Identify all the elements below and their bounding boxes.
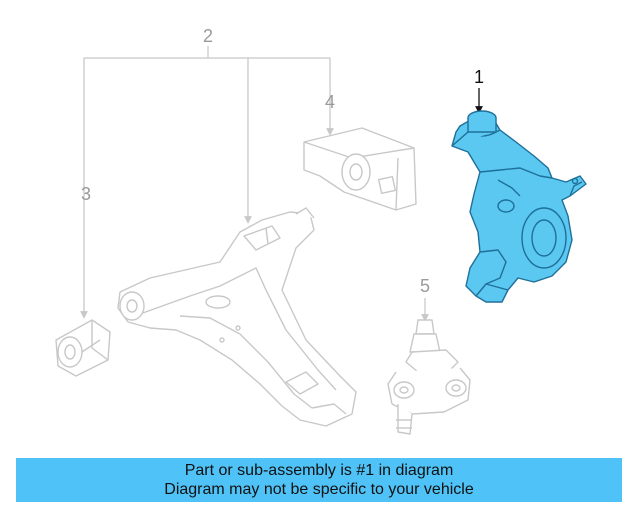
callout-4: 4: [325, 92, 335, 112]
callout-1: 1: [474, 67, 484, 87]
control-arm-part: [117, 207, 357, 427]
ball-joint-part: [387, 319, 471, 435]
steering-knuckle-part: [451, 110, 587, 303]
banner-line-1: Part or sub-assembly is #1 in diagram: [184, 462, 454, 479]
banner-line-2: Diagram may not be specific to your vehi…: [164, 481, 474, 498]
callout-2: 2: [203, 26, 213, 46]
callout-5: 5: [420, 276, 430, 296]
front-bushing-part: [55, 319, 111, 377]
callout-3: 3: [81, 184, 91, 204]
leader-lines: [80, 46, 429, 322]
info-banner: Part or sub-assembly is #1 in diagram Di…: [16, 458, 622, 502]
rear-bushing-part: [303, 127, 417, 211]
